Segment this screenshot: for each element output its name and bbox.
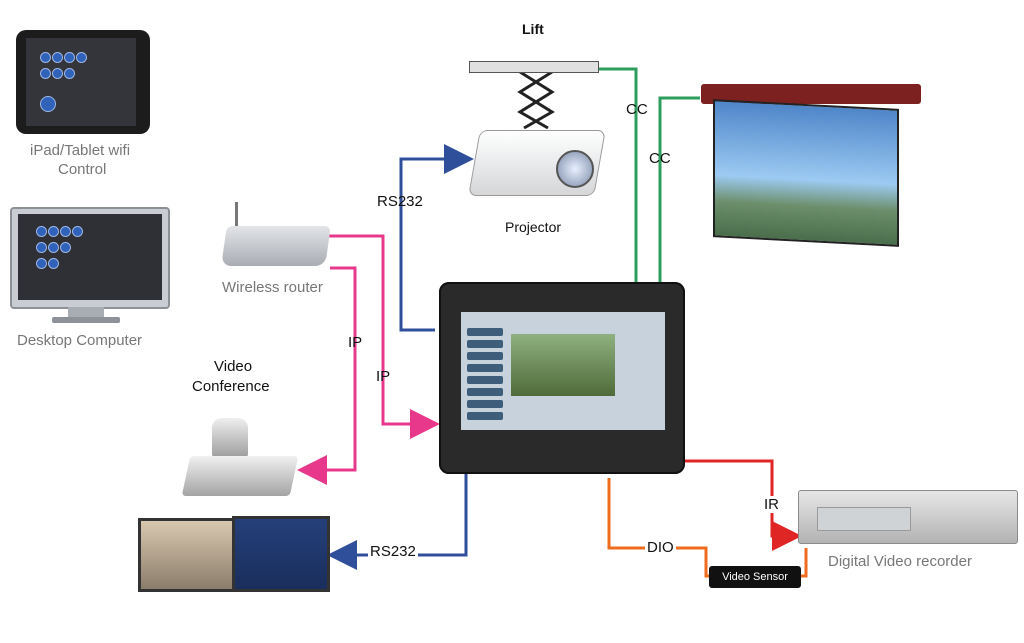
video-camera-icon	[212, 418, 248, 458]
router-icon	[221, 226, 331, 266]
dio-line-dvr	[801, 548, 808, 578]
router-antenna	[235, 202, 238, 230]
ipad-label: iPad/Tablet wifi	[30, 142, 131, 159]
dio-label: DIO	[645, 539, 676, 556]
codec-icon	[181, 456, 299, 496]
video-sensor-icon: Video Sensor	[709, 566, 801, 588]
display-icon	[138, 518, 236, 592]
projector-label: Projector	[505, 219, 562, 235]
dio-line	[607, 478, 712, 578]
touch-panel-icon	[439, 282, 685, 474]
cc-line-lift	[598, 67, 638, 284]
desktop-monitor-icon	[10, 207, 170, 309]
lift-label: Lift	[522, 21, 544, 37]
ip-label-router: IP	[376, 368, 391, 385]
rs232-line-projector	[399, 144, 474, 332]
dvr-label: Digital Video recorder	[828, 553, 972, 570]
desktop-label: Desktop Computer	[17, 332, 143, 349]
lift-scissor	[517, 70, 555, 130]
ir-label: IR	[763, 496, 780, 513]
vc-label: Video	[214, 358, 253, 375]
monitor-stand	[68, 307, 104, 317]
ip-label-vc: IP	[348, 334, 363, 351]
cc-label-lift: CC	[626, 101, 648, 118]
ip-line-vc	[297, 266, 357, 485]
cc-label-screen: CC	[649, 150, 671, 167]
ipad-label-line2: Control	[58, 161, 107, 178]
vc-label-line2: Conference	[192, 378, 270, 395]
cc-line-screen	[658, 96, 700, 284]
projector-lens	[556, 150, 594, 188]
tablet-icon	[16, 30, 150, 134]
projection-screen-icon	[713, 99, 899, 247]
monitor-base	[52, 317, 120, 323]
dvr-icon	[798, 490, 1018, 544]
router-label: Wireless router	[222, 279, 323, 296]
rs232-label-projector: RS232	[377, 193, 423, 210]
lift-icon	[469, 61, 599, 73]
display-icon-2	[232, 516, 330, 592]
rs232-label-displays: RS232	[368, 543, 418, 560]
ip-line-router	[326, 234, 440, 439]
screen-housing	[701, 84, 921, 104]
